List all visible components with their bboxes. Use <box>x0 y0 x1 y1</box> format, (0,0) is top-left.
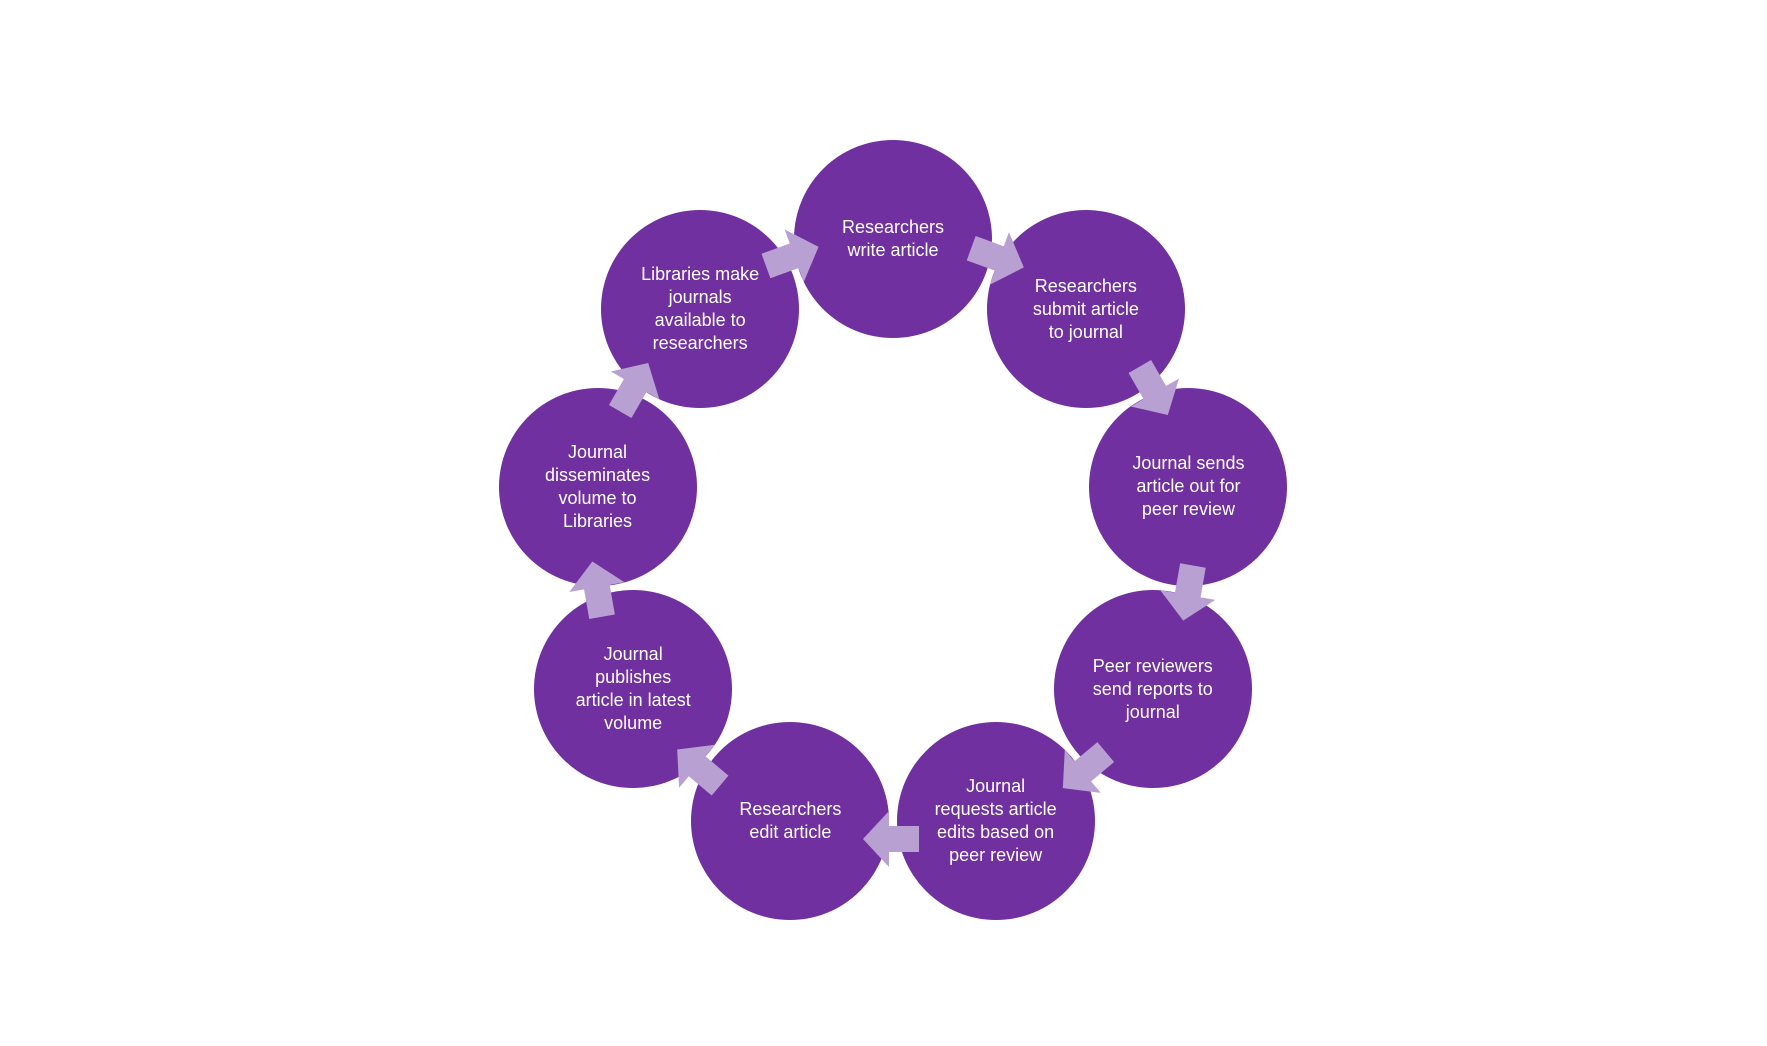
cycle-arrow-icon <box>569 561 625 619</box>
step-label: Libraries make journals available to res… <box>641 264 760 354</box>
cycle-arrow-icon <box>1128 359 1180 415</box>
step-researchers-write-article: Researchers write article <box>794 140 992 338</box>
cycle-arrow-icon <box>966 232 1024 285</box>
step-journal-sends-for-review: Journal sends article out for peer revie… <box>1089 387 1288 586</box>
cycle-arrow-icon <box>677 744 729 796</box>
step-label: Journal disseminates volume to Libraries <box>545 441 651 531</box>
step-journal-requests-edits: Journal requests article edits based on … <box>896 721 1095 920</box>
cycle-arrow-icon <box>1160 563 1216 621</box>
step-libraries-make-available: Libraries make journals available to res… <box>601 210 800 409</box>
step-researchers-edit-article: Researchers edit article <box>691 721 890 920</box>
step-label: Researchers submit article to journal <box>1032 275 1139 342</box>
step-label: Journal publishes article in latest volu… <box>575 644 691 733</box>
step-label: Peer reviewers send reports to journal <box>1092 655 1213 722</box>
step-label: Journal requests article edits based on … <box>934 775 1057 865</box>
cycle-arrow-icon <box>1062 742 1115 793</box>
step-label: Researchers edit article <box>739 798 842 842</box>
step-label: Journal sends article out for peer revie… <box>1132 453 1245 520</box>
step-label: Researchers write article <box>841 217 945 260</box>
cycle-arrow-icon <box>608 363 660 419</box>
cycle-arrow-icon <box>863 811 919 867</box>
step-journal-disseminates-volume: Journal disseminates volume to Libraries <box>498 387 697 586</box>
step-researchers-submit-article: Researchers submit article to journal <box>986 210 1185 409</box>
cycle-arrow-icon <box>761 229 819 283</box>
